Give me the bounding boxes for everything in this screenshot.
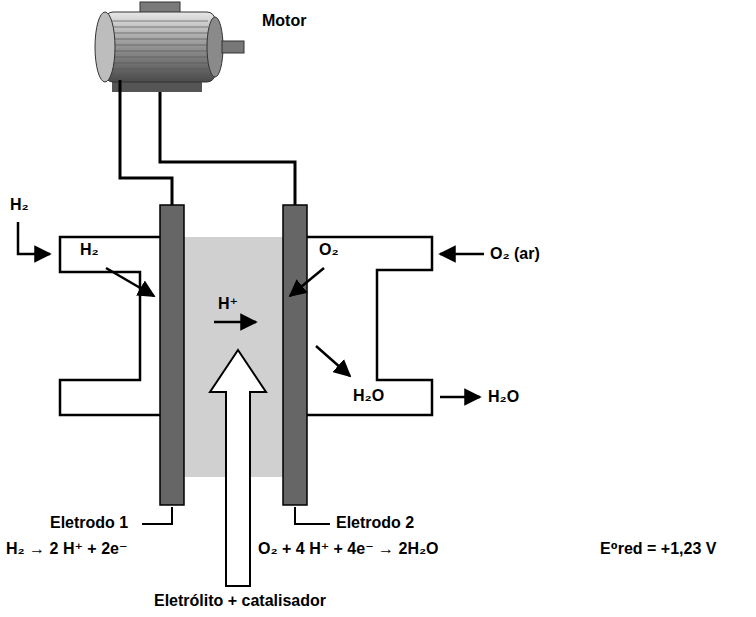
- motor-fins: [112, 16, 208, 78]
- hydrogen-chamber-area: H₂: [60, 237, 160, 415]
- hydrogen-chamber: [60, 237, 160, 415]
- electrode: [283, 205, 307, 505]
- motor-shaft: [222, 41, 244, 53]
- gas-label: O₂ (ar): [490, 245, 540, 263]
- leader-line: [295, 507, 330, 524]
- motor-end-cap: [95, 12, 115, 82]
- leader-line: [142, 507, 172, 524]
- gas-label: H₂O: [353, 387, 384, 405]
- reaction-equation: H₂ → 2 H⁺ + 2e⁻: [6, 540, 127, 558]
- oxygen-chamber: [307, 237, 432, 415]
- electrode-label: Eletrodo 1: [50, 514, 128, 532]
- hollow-arrow: [210, 350, 266, 586]
- wire: [120, 80, 172, 205]
- motor-label: Motor: [262, 12, 306, 30]
- reaction-equation: O₂ + 4 H⁺ + 4e⁻ → 2H₂O: [258, 540, 439, 558]
- outlet-arrow: [440, 396, 480, 399]
- gas-label: H₂: [10, 196, 29, 214]
- motor-flange: [207, 17, 223, 77]
- electrode: [160, 205, 184, 505]
- flow-arrow: [106, 268, 154, 296]
- flow-arrow: [316, 346, 350, 376]
- electrode-label: Eletrodo 2: [336, 514, 414, 532]
- electrolyte-label: Eletrólito + catalisador: [152, 592, 328, 610]
- electrolyte-area: H⁺: [184, 237, 283, 477]
- inlet-arrow: [18, 222, 50, 254]
- wire: [160, 92, 295, 205]
- flow-arrow: [290, 268, 324, 296]
- gas-label: H₂: [80, 241, 99, 259]
- potential-value: E⁰red = +1,23 V: [600, 540, 716, 558]
- oxygen-chamber-area: O₂ H₂O: [307, 237, 432, 415]
- inlet-arrow: [440, 253, 484, 256]
- motor-body: [105, 12, 215, 82]
- gas-label: H⁺: [218, 295, 238, 313]
- flow-arrow: [214, 321, 256, 324]
- gas-label: H₂O: [488, 388, 519, 406]
- motor-picture: [95, 2, 244, 92]
- gas-label: O₂: [319, 241, 339, 259]
